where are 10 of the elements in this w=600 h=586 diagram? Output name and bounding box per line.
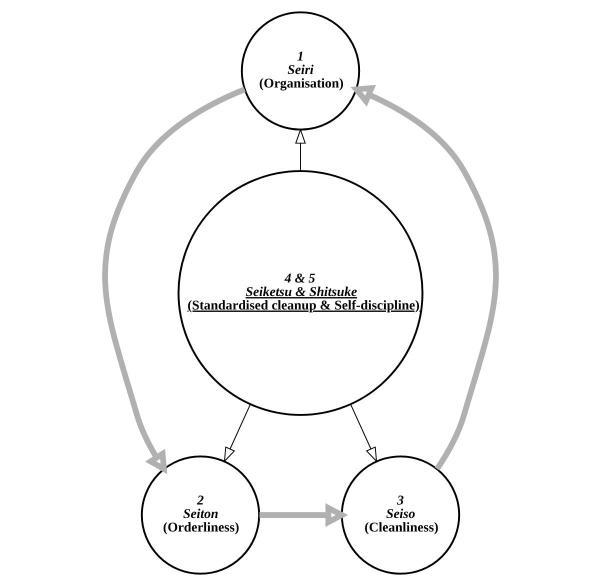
arrow bbox=[258, 503, 348, 527]
arrow bbox=[350, 404, 377, 463]
node-circle: 1 Seiri (Organisation) bbox=[240, 11, 360, 131]
arrow bbox=[350, 84, 498, 471]
node-circle: 3 Seiso (Cleanliness) bbox=[340, 455, 460, 575]
node-circle: 4 & 5 Seiketsu & Shitsuke (Standardised cleanup & Self-discipline) bbox=[177, 170, 423, 416]
node-circle: 2 Seiton (Orderliness) bbox=[140, 455, 260, 575]
arrow bbox=[294, 128, 306, 172]
arrow bbox=[223, 404, 250, 463]
arrow bbox=[102, 86, 246, 474]
